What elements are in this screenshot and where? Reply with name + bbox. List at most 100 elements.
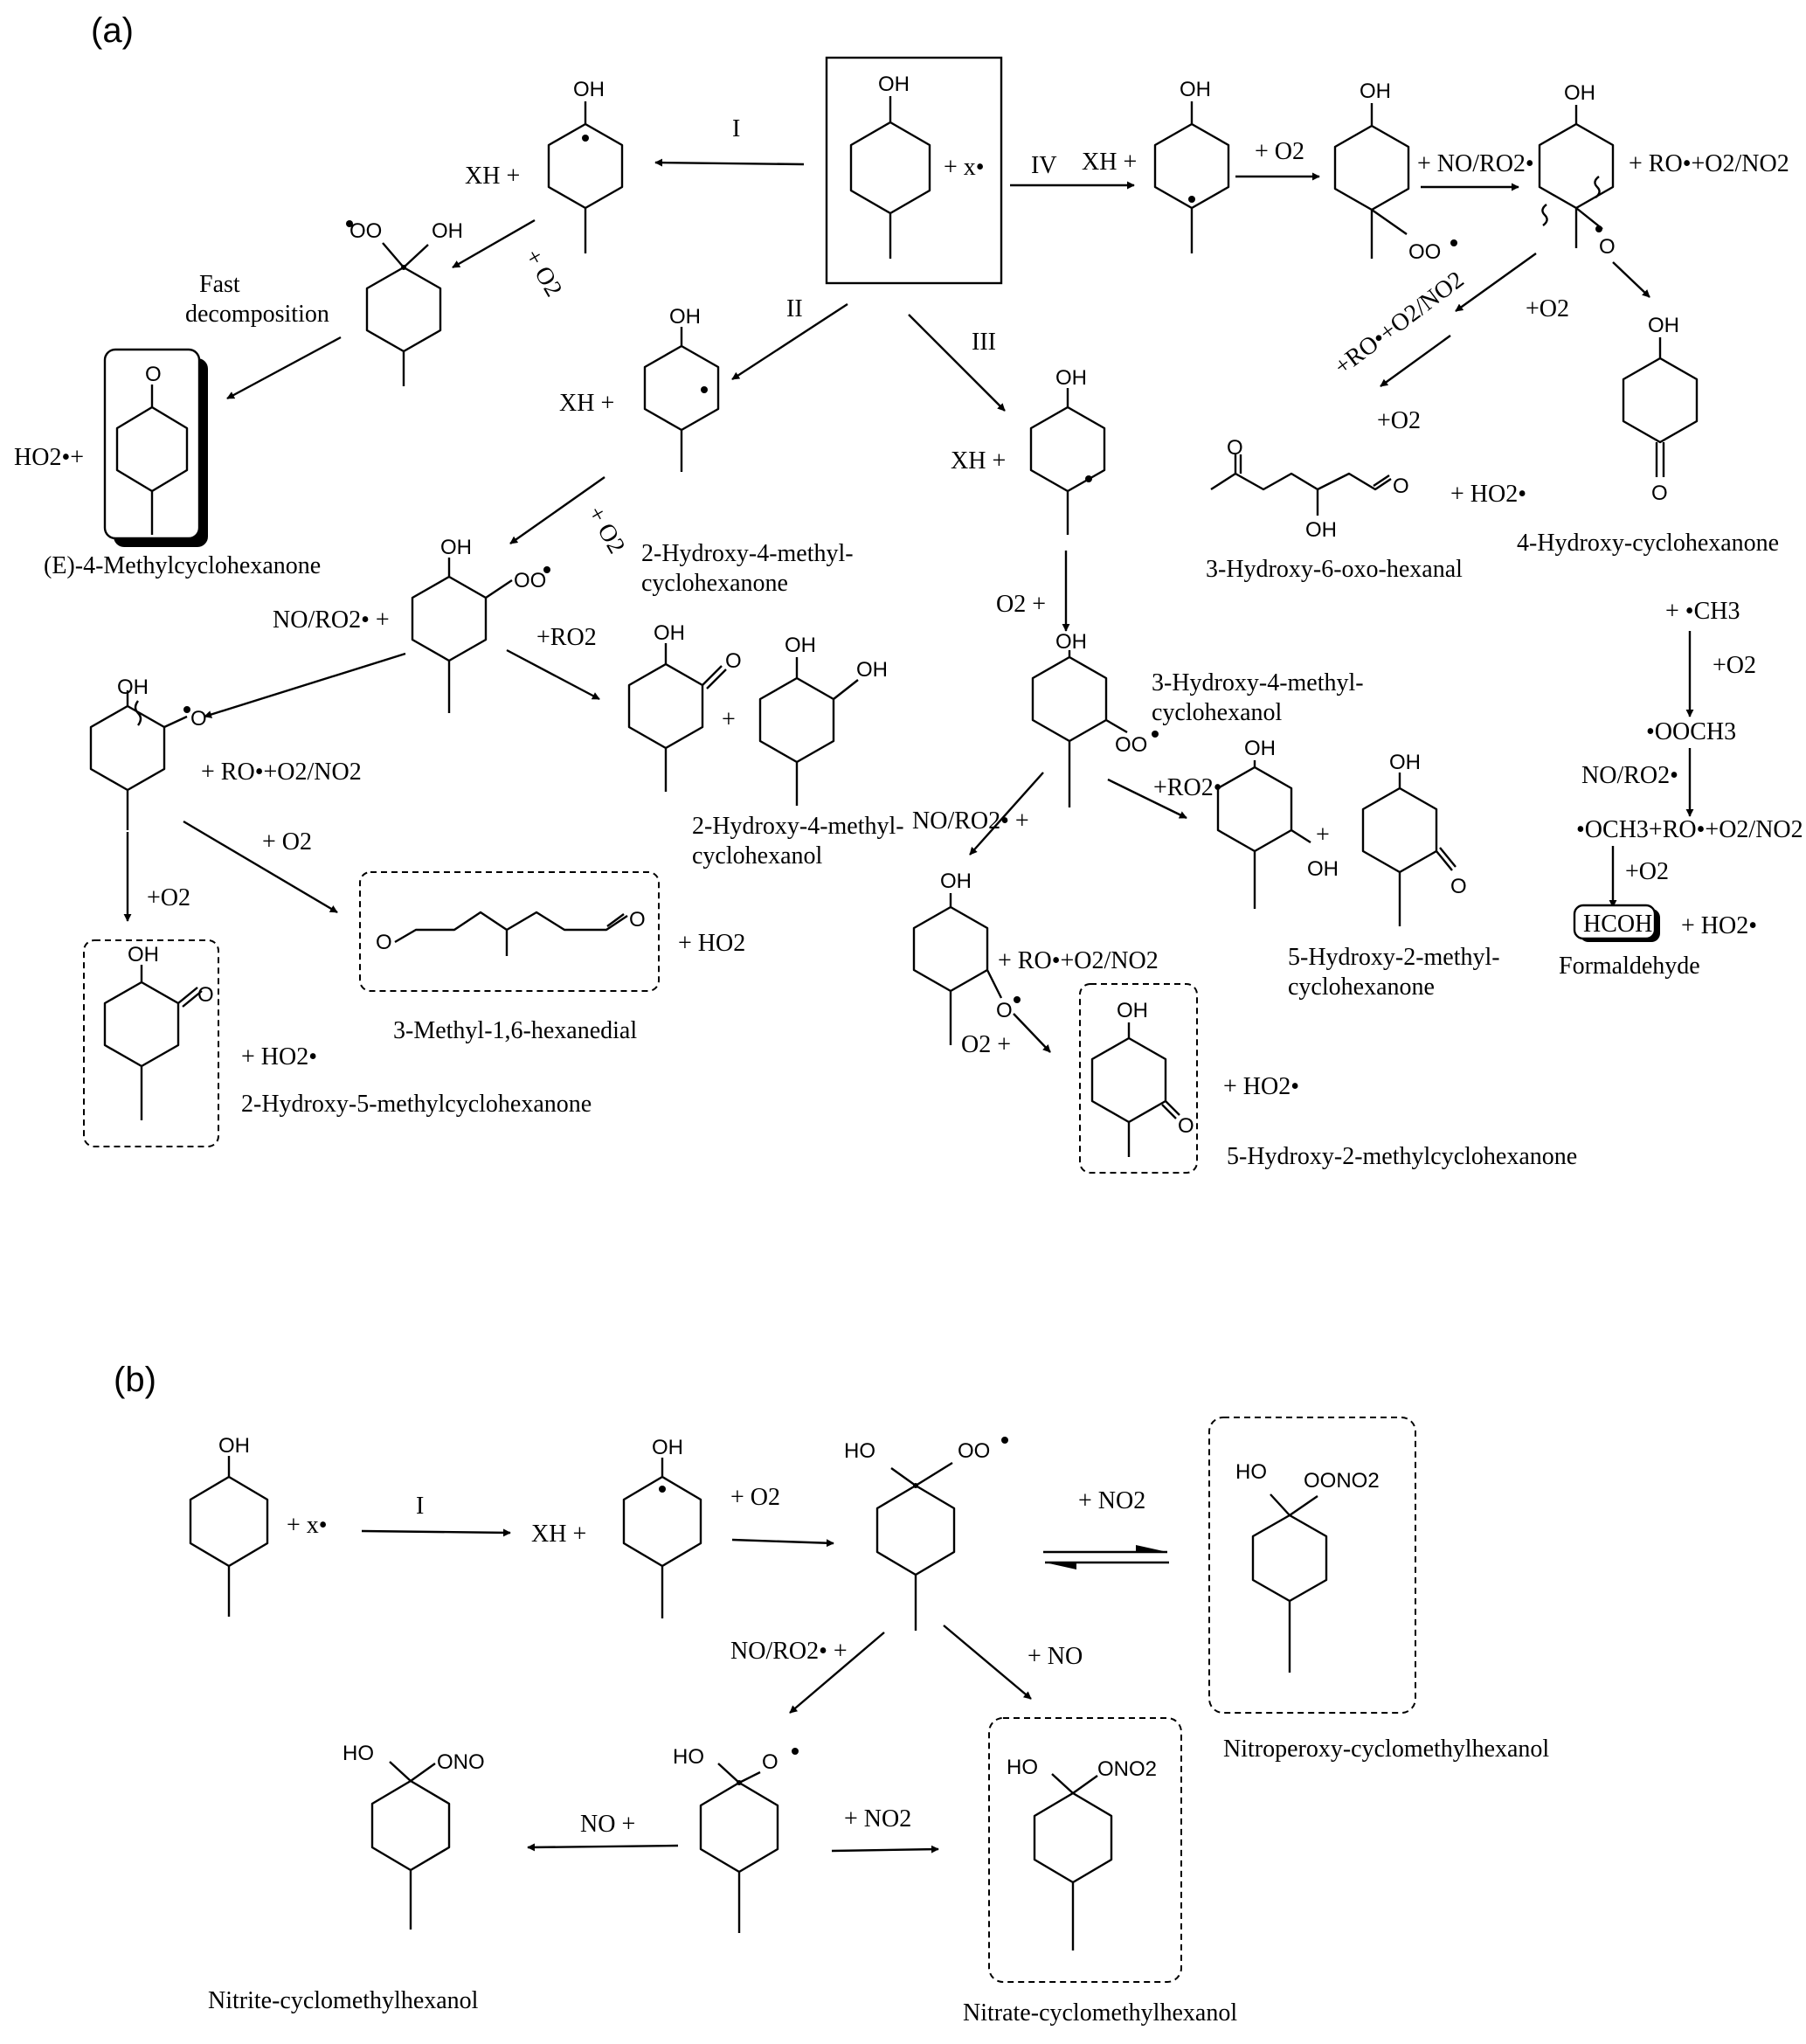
alkoxy-iv: OH O bbox=[1538, 81, 1616, 259]
arrow-ii-o2 bbox=[509, 476, 605, 544]
h4m-cyclohexanol-name-1: 2-Hydroxy-4-methyl- bbox=[692, 813, 904, 840]
radical-iii: OH bbox=[1029, 366, 1106, 535]
arrow-i-o2 bbox=[452, 218, 536, 269]
oh-label: OH bbox=[940, 870, 972, 893]
pathway-i-label: I bbox=[732, 115, 740, 142]
o2-label: +O2 bbox=[1526, 295, 1569, 322]
peroxy-b: HO OO bbox=[844, 1437, 1008, 1631]
oh-label: OH bbox=[1564, 81, 1595, 105]
h3-4m-cyclohexanol-name-2: cyclohexanol bbox=[1152, 699, 1282, 726]
arrow-alkoxy-ii-to-dial bbox=[183, 820, 338, 914]
o-label: O bbox=[725, 649, 742, 673]
plus-label: + bbox=[722, 706, 736, 733]
ho-label: HO bbox=[1235, 1460, 1267, 1484]
oh-label: OH bbox=[1360, 80, 1391, 103]
radical-iv: OH bbox=[1153, 78, 1230, 253]
arrow-pathway-iii bbox=[908, 314, 1006, 412]
xh-label: XH + bbox=[559, 390, 614, 417]
hydroxy-cyclohexanone-name: 4-Hydroxy-cyclohexanone bbox=[1517, 530, 1779, 557]
oh-label: OH bbox=[878, 73, 910, 96]
h5-2m-cyclohexanone-full-name: 5-Hydroxy-2-methylcyclohexanone bbox=[1227, 1143, 1577, 1170]
o2-label: + O2 bbox=[262, 828, 312, 856]
h4m-cyclohexanone-name-1: 2-Hydroxy-4-methyl- bbox=[641, 540, 854, 567]
ro-o2-no2-rotated-label: +RO•+O2/NO2 bbox=[1330, 266, 1470, 380]
arrow-pathway-i bbox=[654, 158, 805, 167]
pathway-iii-label: III bbox=[972, 329, 996, 356]
ro2-label: +RO2 bbox=[536, 624, 597, 651]
oxo-hexanal-structure: O OH O bbox=[1210, 436, 1409, 542]
x-radical-label: + x• bbox=[944, 154, 985, 181]
h5-2m-cyclohexanone-structure-a: OH O bbox=[1361, 751, 1467, 926]
arrow-alkoxy-b-no bbox=[527, 1843, 679, 1852]
no-ro2-label: NO/RO2• bbox=[1581, 762, 1678, 789]
no2-label: + NO2 bbox=[1078, 1487, 1145, 1514]
hydroxy-cyclohexanone-structure: OH O bbox=[1622, 314, 1699, 505]
no-ro2-label: NO/RO2• + bbox=[912, 807, 1029, 835]
arrow-peroxy-ii-ro2 bbox=[506, 648, 600, 701]
xh-label: XH + bbox=[951, 447, 1006, 475]
ho2-radical-label: + HO2• bbox=[241, 1043, 317, 1071]
ooch3-label: •OOCH3 bbox=[1646, 718, 1736, 745]
arrow-peroxy-b-no bbox=[943, 1625, 1032, 1700]
decomposition-label: decomposition bbox=[185, 301, 329, 328]
no-ro2-front-label: + NO/RO2• bbox=[1417, 150, 1534, 177]
oh-label: OH bbox=[1180, 78, 1211, 101]
oh-label: OH bbox=[785, 634, 816, 657]
hcoh-box bbox=[1573, 904, 1657, 940]
alkoxy-iii: OH O bbox=[912, 870, 1021, 1045]
o-label: O bbox=[145, 363, 162, 386]
ho2-radical-label: + HO2• bbox=[1223, 1073, 1299, 1100]
xh-label: XH + bbox=[465, 163, 520, 190]
h5-2m-cyclohexanone-name-2: cyclohexanone bbox=[1288, 973, 1435, 1001]
h4m-cyclohexanone-structure: OH O bbox=[627, 621, 742, 792]
oh-label: OH bbox=[432, 219, 463, 243]
oh-label: OH bbox=[1389, 751, 1421, 774]
h4m-cyclohexanone-name-2: cyclohexanone bbox=[641, 570, 788, 597]
ch3-label: + •CH3 bbox=[1665, 598, 1740, 625]
nitrate-structure: HO ONO2 bbox=[1007, 1756, 1157, 1950]
oo-label: OO bbox=[514, 569, 546, 592]
arrow-alkoxy-iii-o2 bbox=[1013, 1013, 1051, 1053]
arrow-pathway-ii bbox=[731, 302, 848, 381]
h5m-cyclohexanone-box bbox=[83, 939, 219, 1147]
nitroperoxy-box bbox=[1208, 1417, 1416, 1714]
arrow-b-o2 bbox=[731, 1538, 834, 1548]
arrow-peroxy-iii-ro2 bbox=[1107, 778, 1187, 820]
arrow-peroxy-b-to-alkoxy bbox=[789, 1632, 885, 1714]
nitroperoxy-structure: HO OONO2 bbox=[1235, 1460, 1380, 1673]
o2-label: + O2 bbox=[1255, 138, 1304, 165]
peroxy-ii: OH OO bbox=[411, 536, 550, 713]
ho-label: HO bbox=[844, 1439, 875, 1463]
oh-label: OH bbox=[440, 536, 472, 559]
o-label: O bbox=[1178, 1114, 1194, 1138]
plus-label: + bbox=[1316, 821, 1330, 849]
nitroperoxy-name: Nitroperoxy-cyclomethylhexanol bbox=[1223, 1736, 1549, 1763]
methyl-hexanedial-name: 3-Methyl-1,6-hexanedial bbox=[393, 1017, 637, 1044]
arrow-peroxy-iii-to-alkoxy bbox=[969, 772, 1044, 856]
o-label: O bbox=[629, 908, 646, 932]
oxo-hexanal-name: 3-Hydroxy-6-oxo-hexanal bbox=[1206, 556, 1463, 583]
alkoxy-ii: OH O bbox=[89, 676, 207, 830]
no2-label: + NO2 bbox=[844, 1805, 911, 1833]
arrow-fast-decomposition bbox=[226, 336, 342, 400]
o-label: O bbox=[762, 1750, 778, 1774]
oh-label: OH bbox=[1055, 630, 1087, 654]
arrow-peroxy-ii-to-alkoxy bbox=[204, 652, 406, 718]
o-label: O bbox=[1651, 482, 1668, 505]
o-label: O bbox=[190, 707, 207, 731]
oo-label: OO bbox=[1115, 733, 1147, 757]
h5-2m-cyclohexanone-name-1: 5-Hydroxy-2-methyl- bbox=[1288, 944, 1500, 971]
oh-label: OH bbox=[1055, 366, 1087, 390]
oh-label: OH bbox=[654, 621, 685, 645]
peroxy-i: OO OH bbox=[346, 219, 463, 386]
o-label: O bbox=[197, 983, 214, 1007]
methylcyclohexanone-name: (E)-4-Methylcyclohexanone bbox=[44, 552, 321, 579]
ro-o2-no2-label: + RO•+O2/NO2 bbox=[201, 759, 362, 786]
ro2-radical-label: +RO2• bbox=[1153, 774, 1222, 801]
o2-label: +O2 bbox=[1625, 858, 1669, 885]
ho2-label: + HO2 bbox=[678, 930, 745, 957]
arrow-alkoxy-iv-o2-second bbox=[1380, 335, 1451, 387]
oh-label: OH bbox=[1648, 314, 1679, 337]
h4m-cyclohexanol-structure: OH OH bbox=[758, 634, 888, 806]
